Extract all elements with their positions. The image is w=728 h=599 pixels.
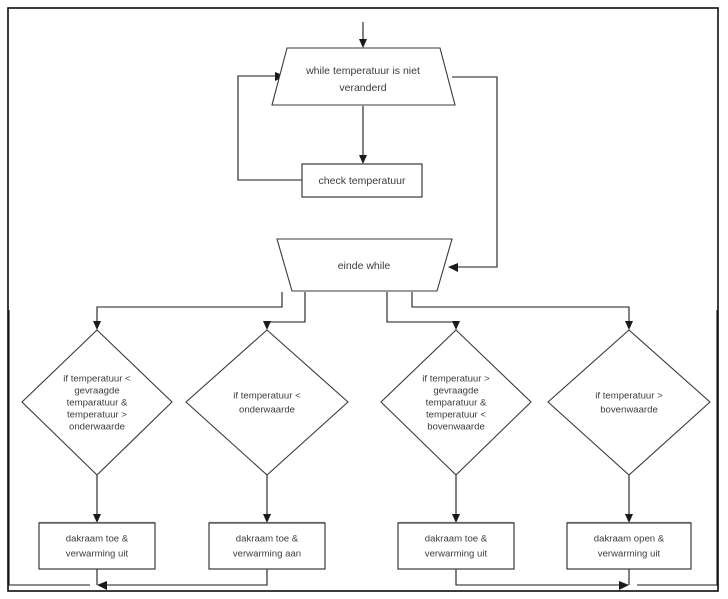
connector-while-to-einde	[452, 76, 498, 268]
decision-1-label-line2: gevraagde	[74, 386, 119, 397]
action-1-label-line2: verwarming uit	[66, 549, 129, 560]
decision-3-label-line3: temparatuur &	[426, 398, 487, 409]
connector-check-loopback-to-while	[237, 75, 302, 181]
arrowhead-to-decision-4	[625, 321, 633, 330]
while-loop-shape	[271, 47, 456, 106]
node-einde-while[interactable]: einde while	[276, 238, 453, 292]
node-decision-3[interactable]: if temperatuur > gevraagde temparatuur &…	[380, 329, 532, 476]
while-loop-label-line2: veranderd	[339, 82, 386, 94]
action-1-label-line1: dakraam toe &	[66, 534, 129, 545]
node-check-temperatuur[interactable]: check temperatuur	[301, 163, 423, 198]
action-2-label-line2: verwarming aan	[233, 549, 301, 560]
connector-einde-to-decision-1	[96, 292, 283, 323]
decision-3-shape	[380, 329, 532, 476]
connector-right-rail-merge	[637, 310, 718, 586]
while-loop-label-line1: while temperatuur is niet	[305, 65, 420, 77]
decision-1-label-line5: onderwaarde	[69, 422, 125, 433]
arrowhead-left-merge	[97, 581, 107, 590]
decision-4-shape	[547, 329, 711, 476]
action-3-shape	[397, 522, 515, 570]
arrowhead-while-to-check	[359, 155, 367, 164]
connector-action-2-merge	[105, 569, 268, 586]
action-2-label-line1: dakraam toe &	[236, 534, 299, 545]
decision-3-label-line4: temperatuur <	[426, 410, 486, 421]
connector-left-rail-merge	[8, 310, 90, 586]
decision-2-label-line2: onderwaarde	[239, 405, 295, 416]
check-temperatuur-label: check temperatuur	[319, 175, 406, 187]
node-decision-1[interactable]: if temperatuur < gevraagde temparatuur &…	[21, 329, 173, 476]
connector-layer	[8, 22, 718, 590]
einde-while-label: einde while	[338, 260, 391, 272]
action-4-label-line2: verwarming uit	[598, 549, 661, 560]
node-decision-2[interactable]: if temperatuur < onderwaarde	[185, 329, 349, 476]
arrowhead-decision-1-to-action-1	[93, 514, 101, 523]
action-4-shape	[566, 522, 692, 570]
connector-einde-to-decision-4	[411, 292, 630, 323]
decision-1-label-line1: if temperatuur <	[63, 374, 131, 385]
decision-1-label-line3: temparatuur &	[67, 398, 128, 409]
connector-action-3-merge	[455, 569, 622, 586]
decision-4-label-line2: bovenwaarde	[600, 405, 658, 416]
node-action-1[interactable]: dakraam toe & verwarming uit	[38, 521, 156, 570]
decision-3-label-line5: bovenwaarde	[427, 422, 485, 433]
outer-frame	[7, 7, 719, 592]
node-action-4[interactable]: dakraam open & verwarming uit	[566, 521, 692, 570]
arrowhead-right-merge	[619, 581, 629, 590]
decision-3-label-line2: gevraagde	[433, 386, 478, 397]
decision-1-shape	[21, 329, 173, 476]
arrowhead-to-decision-1	[93, 321, 101, 330]
node-decision-4[interactable]: if temperatuur > bovenwaarde	[547, 329, 711, 476]
action-3-label-line2: verwarming uit	[425, 549, 488, 560]
arrowhead-to-decision-2	[263, 321, 271, 330]
arrowhead-decision-2-to-action-2	[263, 514, 271, 523]
check-temperatuur-shape	[301, 163, 423, 198]
decision-2-label-line1: if temperatuur <	[233, 391, 301, 402]
arrowhead-to-decision-3	[452, 321, 460, 330]
node-action-2[interactable]: dakraam toe & verwarming aan	[208, 521, 326, 570]
arrowhead-while-to-einde	[448, 263, 458, 272]
action-1-shape	[38, 522, 156, 570]
decision-2-shape	[185, 329, 349, 476]
decision-4-label-line1: if temperatuur >	[595, 391, 663, 402]
node-while-loop[interactable]: while temperatuur is niet veranderd	[271, 47, 456, 106]
action-2-shape	[208, 522, 326, 570]
decision-1-label-line4: temperatuur >	[67, 410, 127, 421]
arrowhead-decision-4-to-action-4	[625, 514, 633, 523]
node-action-3[interactable]: dakraam toe & verwarming uit	[397, 521, 515, 570]
einde-while-shape	[276, 238, 453, 292]
arrowhead-entry-to-while	[359, 39, 367, 48]
decision-3-label-line1: if temperatuur >	[422, 374, 490, 385]
arrowhead-decision-3-to-action-3	[452, 514, 460, 523]
action-4-label-line1: dakraam open &	[594, 534, 665, 545]
action-3-label-line1: dakraam toe &	[425, 534, 488, 545]
